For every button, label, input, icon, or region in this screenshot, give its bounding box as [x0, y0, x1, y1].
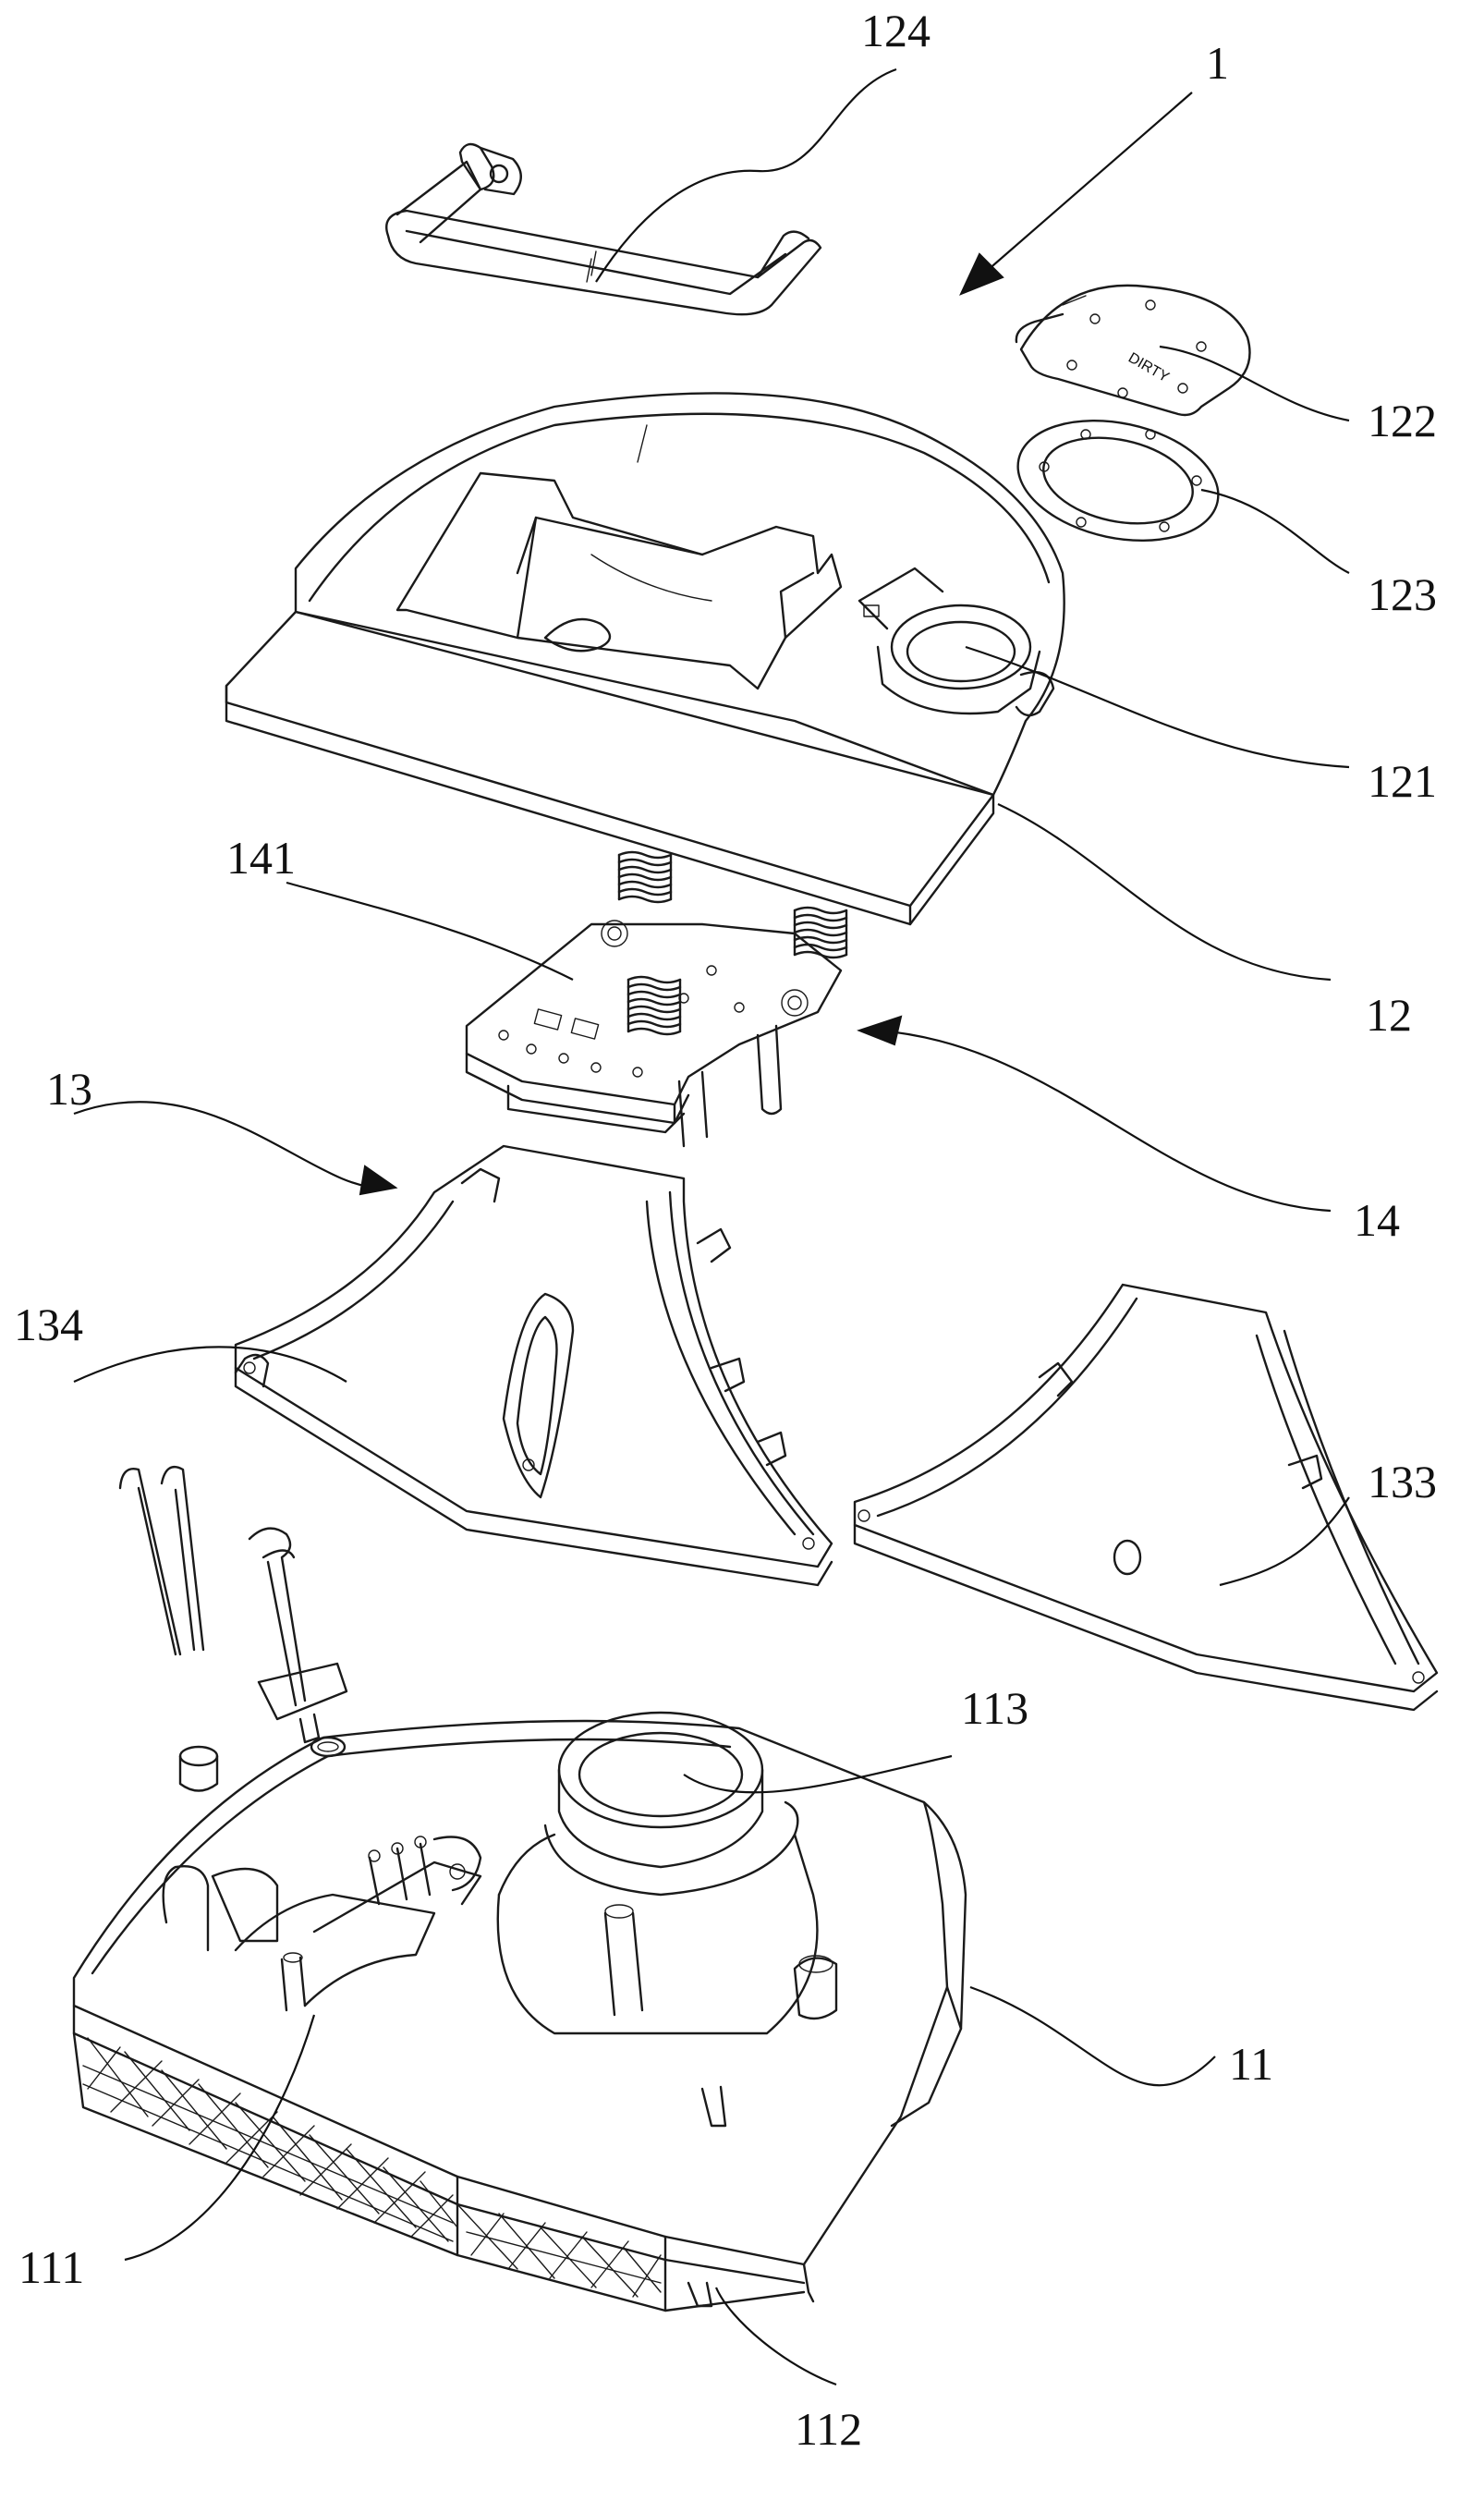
- label-123: 123: [1368, 568, 1437, 620]
- label-122: 122: [1368, 395, 1437, 446]
- cover-plate-122: DIRTY: [1015, 284, 1350, 422]
- label-1: 1: [1206, 37, 1229, 89]
- assembly-arrow-1: [959, 92, 1193, 296]
- label-14: 14: [1354, 1194, 1400, 1246]
- label-111: 111: [18, 2241, 84, 2293]
- label-121: 121: [1368, 755, 1437, 807]
- label-124: 124: [861, 5, 931, 56]
- seal-ring-123: [1016, 419, 1350, 574]
- baffle-134: [73, 1101, 833, 1587]
- valve-assembly-14: [286, 881, 1332, 1213]
- dirty-stamp: DIRTY: [1125, 350, 1172, 386]
- baffle-133: [853, 1283, 1439, 1712]
- label-11: 11: [1229, 2038, 1273, 2090]
- top-cover-12: [225, 392, 1350, 982]
- springs: [617, 850, 848, 1036]
- label-leaders-top: [595, 67, 897, 283]
- reference-numerals: 124 1 122 123 121 12 141 14 13 134 133 1…: [14, 5, 1437, 2455]
- label-13: 13: [46, 1063, 92, 1115]
- handle-124: [385, 142, 822, 316]
- label-113: 113: [961, 1682, 1028, 1734]
- label-141: 141: [226, 832, 296, 884]
- label-12: 12: [1366, 989, 1412, 1041]
- label-133: 133: [1368, 1456, 1437, 1507]
- label-112: 112: [795, 2403, 862, 2455]
- label-134: 134: [14, 1299, 83, 1350]
- base-tank-11: [72, 1711, 1216, 2386]
